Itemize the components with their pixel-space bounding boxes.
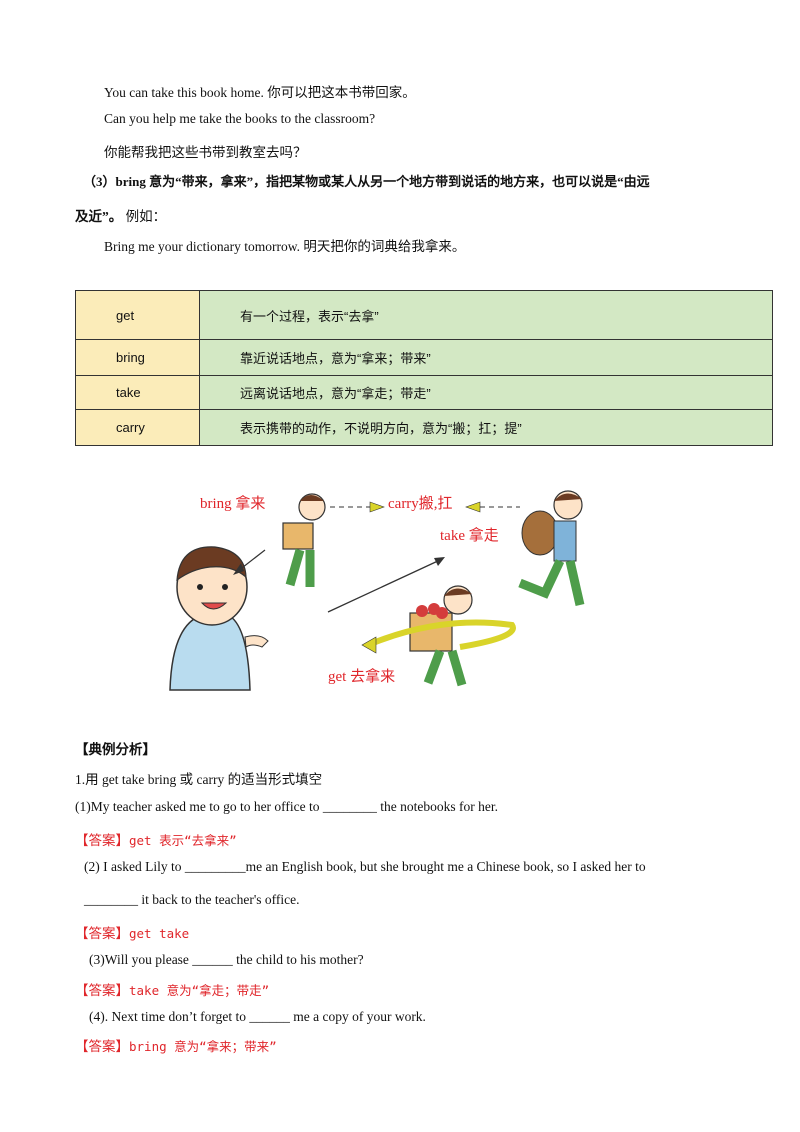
intro-line-1: You can take this book home. 你可以把这本书带回家。 <box>104 85 416 100</box>
get-arrow <box>327 559 441 613</box>
question-4: (4). Next time don’t forget to ______ me… <box>89 1009 426 1024</box>
question-3: (3)Will you please ______ the child to h… <box>89 952 364 967</box>
boy-get-figure <box>409 585 473 687</box>
answer-tag: 【答案】 <box>75 983 129 998</box>
table-row: get 有一个过程，表示“去拿” <box>75 290 773 340</box>
comparison-table: get 有一个过程，表示“去拿” bring 靠近说话地点，意为“拿来；带来” … <box>75 290 773 446</box>
boy-take-figure <box>518 490 585 606</box>
answer-1: 【答案】get 表示“去拿来” <box>75 829 237 849</box>
answer-tag: 【答案】 <box>75 1039 129 1054</box>
word-cell: get <box>75 290 200 340</box>
table-row: take 远离说话地点，意为“拿走；带走” <box>75 375 773 410</box>
rule3-line2: 及近”。 例如： <box>75 205 166 225</box>
rule3-line1: （3）bring 意为“带来，拿来”，指把某物或某人从另一个地方带到说话的地方来… <box>83 174 650 189</box>
question-2: (2) I asked Lily to _________me an Engli… <box>84 859 646 874</box>
illustration-graphic <box>169 490 585 691</box>
take-label: take 拿走 <box>440 528 499 544</box>
question-2-cont: ________ it back to the teacher's office… <box>84 892 300 907</box>
intro-line-3: 你能帮我把这些书带到教室去吗？ <box>104 145 307 160</box>
answer-text: get 表示“去拿来” <box>129 833 237 848</box>
question-1: (1)My teacher asked me to go to her offi… <box>75 799 499 814</box>
table-row: carry 表示携带的动作，不说明方向，意为“搬；扛；提” <box>75 409 773 446</box>
answer-3: 【答案】take 意为“拿走；带走” <box>75 979 269 999</box>
answer-text: get take <box>129 926 190 941</box>
desc-cell: 靠近说话地点，意为“拿来；带来” <box>199 339 773 376</box>
desc-cell: 表示携带的动作，不说明方向，意为“搬；扛；提” <box>199 409 773 446</box>
get-label: get 去拿来 <box>328 669 396 685</box>
section-title: 【典例分析】 <box>75 742 156 757</box>
rule3-line2-bold: 及近”。 <box>75 209 123 224</box>
boy-bring-figure <box>282 493 326 587</box>
answer-text: bring 意为“拿来；带来” <box>129 1039 277 1054</box>
table-row: bring 靠近说话地点，意为“拿来；带来” <box>75 339 773 376</box>
word-cell: take <box>75 375 200 410</box>
verbs-illustration: bring 拿来 carry搬,扛 take 拿走 get 去拿来 <box>140 475 680 705</box>
answer-tag: 【答案】 <box>75 926 129 941</box>
desc-cell: 远离说话地点，意为“拿走；带走” <box>199 375 773 410</box>
answer-4: 【答案】bring 意为“拿来；带来” <box>75 1035 277 1055</box>
question-instruction: 1.用 get take bring 或 carry 的适当形式填空 <box>75 772 323 787</box>
rule3-line2-rest: 例如： <box>122 209 167 224</box>
desc-cell: 有一个过程，表示“去拿” <box>199 290 773 340</box>
rule3-example: Bring me your dictionary tomorrow. 明天把你的… <box>104 239 466 254</box>
word-cell: carry <box>75 409 200 446</box>
intro-line-2: Can you help me take the books to the cl… <box>104 111 376 126</box>
carry-label: carry搬,扛 <box>388 496 453 512</box>
bring-label: bring 拿来 <box>200 496 266 512</box>
answer-2: 【答案】get take <box>75 922 189 942</box>
answer-text: take 意为“拿走；带走” <box>129 983 270 998</box>
teacher-figure <box>169 546 269 691</box>
word-cell: bring <box>75 339 200 376</box>
answer-tag: 【答案】 <box>75 833 129 848</box>
